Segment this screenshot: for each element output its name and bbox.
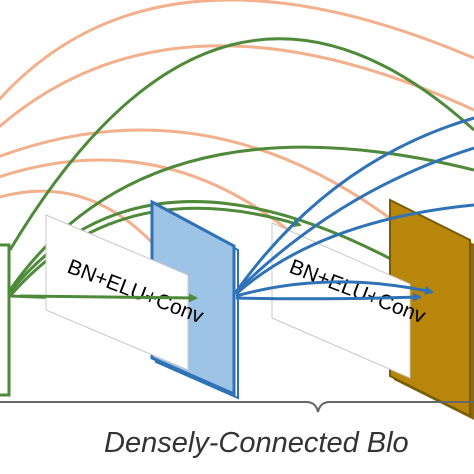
input-feature-block xyxy=(0,243,11,397)
salmon-skip-connections xyxy=(0,0,474,302)
block-brace xyxy=(0,401,474,413)
blue-skip-connections xyxy=(234,116,474,302)
diagram-caption: Densely-Connected Blo xyxy=(104,427,409,459)
green-arrow-to-blue xyxy=(19,293,198,303)
op-box-1: BN+ELU+Conv xyxy=(45,214,207,371)
